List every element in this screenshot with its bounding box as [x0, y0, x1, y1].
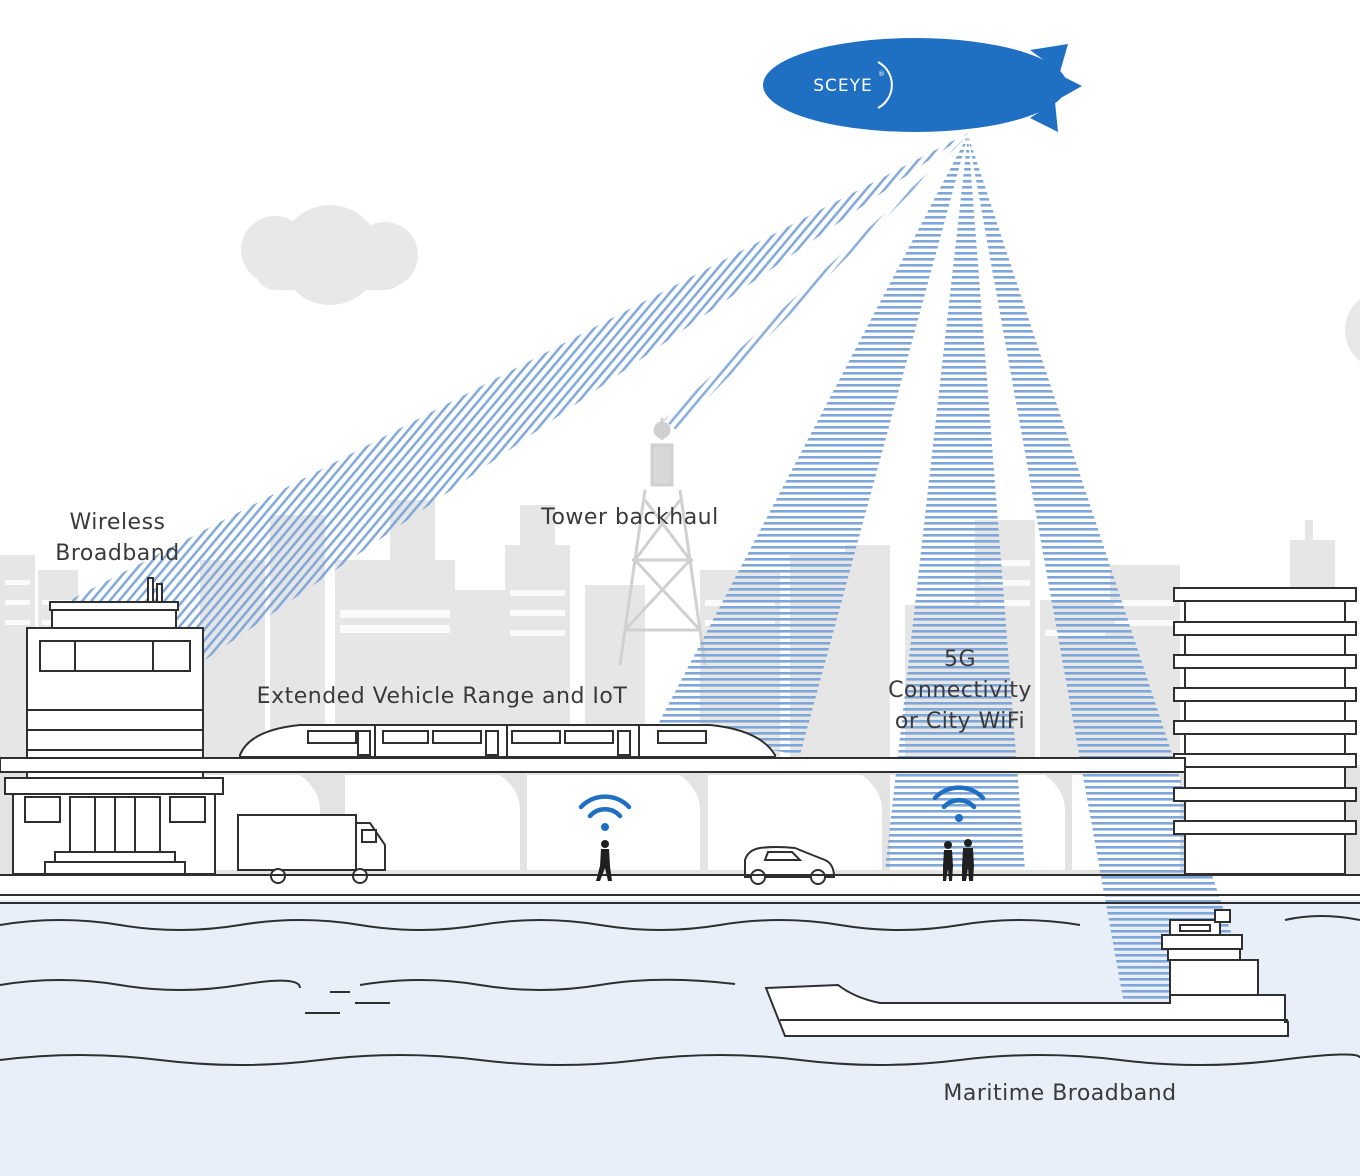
airship-icon	[763, 38, 1082, 132]
apartment-building	[1173, 587, 1357, 875]
office-building	[4, 577, 224, 875]
airship-logo-mark: ®	[878, 70, 885, 78]
truck-icon	[237, 814, 386, 884]
signal-beams	[70, 132, 1250, 1010]
viaduct-deck	[0, 757, 1186, 773]
ship-deck	[1167, 948, 1241, 961]
label-5g-connectivity: 5G Connectivity or City WiFi	[865, 644, 1055, 737]
label-5g-line2: Connectivity	[888, 678, 1032, 703]
label-tower-backhaul: Tower backhaul	[541, 505, 719, 530]
airship-logo-text: SCEYE	[813, 76, 873, 96]
beam-5g	[885, 135, 1025, 870]
waves	[0, 915, 1360, 1066]
label-wireless-broadband: Wireless Broadband	[40, 507, 195, 569]
car-icon	[744, 846, 836, 885]
label-5g-line3: or City WiFi	[894, 709, 1026, 734]
wifi-icon	[578, 794, 632, 831]
road	[0, 874, 1360, 904]
tower-icon	[618, 418, 707, 666]
label-maritime-broadband: Maritime Broadband	[943, 1081, 1177, 1106]
beam-wireless-broadband	[70, 132, 970, 660]
cloud	[241, 205, 418, 305]
cloud-edge	[1345, 298, 1360, 362]
train-icon	[239, 724, 776, 758]
label-wireless-line1: Wireless	[69, 510, 166, 535]
wifi-icon	[932, 785, 986, 822]
person-icon	[596, 840, 612, 881]
label-wireless-line2: Broadband	[55, 541, 180, 566]
beam-tower-backhaul	[664, 135, 968, 430]
beam-vehicle	[655, 135, 968, 755]
couple-icon	[943, 839, 974, 881]
ship-icon	[764, 909, 1289, 1037]
label-extended-vehicle: Extended Vehicle Range and IoT	[256, 684, 628, 709]
label-5g-line1: 5G	[943, 647, 977, 672]
